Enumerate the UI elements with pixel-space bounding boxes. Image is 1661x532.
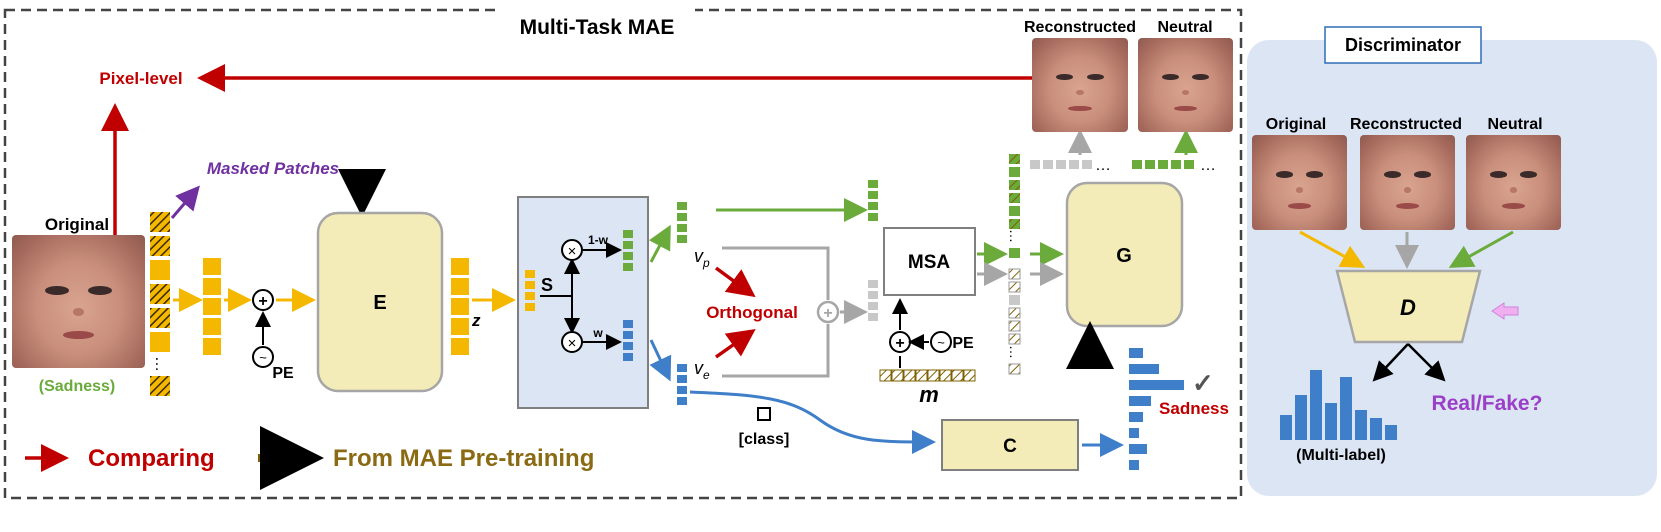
legend-from-mae: From MAE Pre-training — [333, 445, 594, 472]
discriminator-label: D — [1400, 295, 1416, 320]
generator-block — [1065, 181, 1184, 328]
vp-tokens — [677, 202, 687, 243]
msa-block — [883, 227, 976, 296]
visible-patches — [203, 258, 221, 355]
svg-text:×: × — [568, 335, 577, 352]
original-face-image — [12, 235, 145, 368]
disc-neutral-face-image — [1466, 135, 1561, 230]
s-blue-tokens — [623, 320, 633, 361]
sinusoid-icon-msa — [930, 331, 952, 353]
svg-text:…: … — [1200, 157, 1216, 174]
discriminator-block — [1335, 269, 1482, 344]
disc-original-face-image — [1252, 135, 1347, 230]
neutral-label: Neutral — [1157, 19, 1212, 36]
sinusoid-icon — [252, 346, 274, 368]
msa-green-tokens — [868, 180, 878, 221]
concat-icon — [816, 300, 840, 324]
w-label: w — [592, 326, 603, 340]
svg-text:…: … — [152, 356, 169, 372]
output-token-row — [1030, 160, 1194, 169]
multi-label-bars — [1280, 370, 1397, 440]
mask-token-row — [879, 369, 976, 382]
svg-text:×: × — [568, 243, 577, 260]
ve-tokens — [677, 364, 687, 405]
s-green-tokens — [623, 230, 633, 271]
diagram-title: Multi-Task MAE — [520, 16, 675, 39]
encoder-block — [316, 211, 444, 393]
disc-original-label: Original — [1266, 116, 1326, 133]
class-token-icon — [757, 407, 771, 421]
reconstructed-label: Reconstructed — [1024, 19, 1136, 36]
latent-tokens — [451, 258, 469, 355]
one-minus-w-label: 1-w — [588, 233, 609, 247]
patch-column — [150, 212, 170, 396]
pixel-level-label: Pixel-level — [99, 69, 182, 88]
svg-text:+: + — [895, 335, 904, 352]
generator-label: G — [1116, 245, 1132, 267]
pe-label-msa: PE — [952, 335, 974, 352]
split-block — [517, 196, 649, 409]
class-token-label: [class] — [739, 431, 790, 448]
svg-text:~: ~ — [259, 350, 267, 365]
encoder-label: E — [373, 292, 386, 314]
multi-label-label: (Multi-label) — [1296, 447, 1386, 464]
s-input-tokens — [525, 270, 535, 311]
svg-text:…: … — [1007, 229, 1023, 243]
reconstructed-face-image — [1032, 38, 1128, 132]
real-fake-label: Real/Fake? — [1432, 392, 1543, 415]
msa-gray-tokens — [868, 280, 878, 321]
class-probability-bars — [1129, 348, 1184, 470]
decoder-input-column — [1008, 154, 1021, 375]
svg-text:…: … — [1095, 157, 1111, 174]
classifier-block — [941, 419, 1079, 471]
disc-reconstructed-label: Reconstructed — [1350, 116, 1462, 133]
neutral-face-image — [1138, 38, 1233, 132]
pe-label: PE — [272, 365, 294, 382]
original-label: Original — [45, 215, 109, 234]
input-arrow-icon — [1491, 302, 1519, 320]
sadness-label: Sadness — [1159, 399, 1229, 418]
orthogonal-label: Orthogonal — [706, 303, 798, 322]
svg-text:+: + — [258, 293, 267, 310]
z-label: z — [471, 311, 481, 330]
discriminator-title-box — [1324, 26, 1482, 64]
checkmark-icon: ✓ — [1192, 368, 1214, 398]
classifier-label: C — [1003, 436, 1017, 457]
multiply-icon-bottom — [561, 331, 583, 353]
discriminator-title: Discriminator — [1345, 35, 1461, 55]
disc-reconstructed-face-image — [1360, 135, 1455, 230]
add-icon — [252, 289, 274, 311]
msa-label: MSA — [908, 252, 951, 273]
m-label: m — [919, 382, 939, 407]
sadness-paren-label: (Sadness) — [39, 378, 115, 395]
svg-text:+: + — [823, 305, 832, 322]
svg-text:~: ~ — [937, 335, 945, 350]
svg-text:…: … — [1007, 345, 1023, 359]
s-label: S — [541, 275, 553, 295]
ve-label: ve — [694, 358, 710, 382]
disc-neutral-label: Neutral — [1487, 116, 1542, 133]
vp-label: vp — [694, 246, 710, 270]
masked-patches-label: Masked Patches — [207, 159, 339, 178]
multiply-icon-top — [561, 239, 583, 261]
discriminator-panel — [1247, 40, 1657, 496]
legend-comparing: Comparing — [88, 445, 215, 472]
